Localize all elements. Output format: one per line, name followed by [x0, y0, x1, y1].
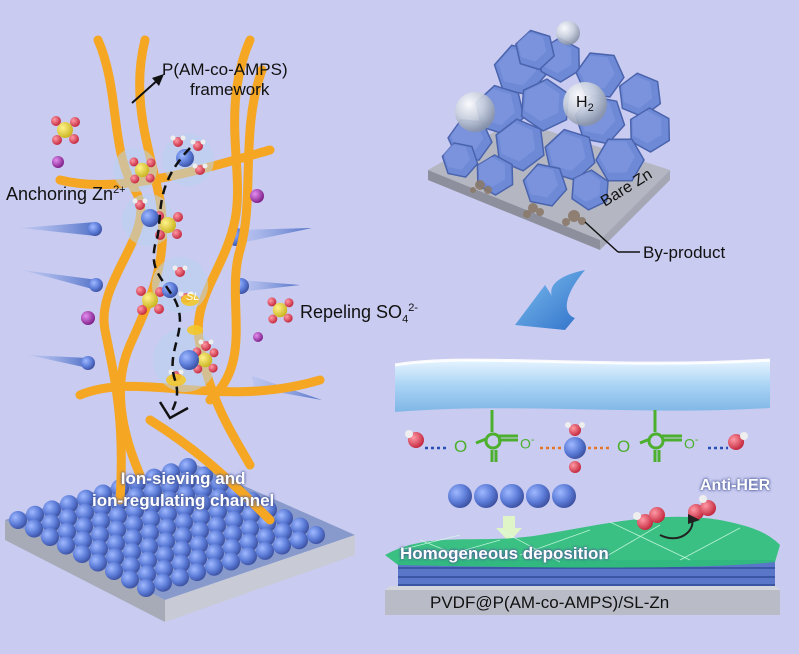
framework-label-line2: framework: [190, 80, 270, 99]
bottom-substrate-label: PVDF@P(AM-co-AMPS)/SL-Zn: [430, 593, 670, 612]
o-minus-left: O: [454, 437, 467, 457]
h2-subscript: 2: [587, 102, 594, 115]
o-minus-right: O: [617, 437, 630, 457]
anchoring-label: Anchoring Zn2+: [6, 184, 126, 205]
framework-pointer-arrow: [131, 74, 164, 104]
gel-layer: [394, 358, 771, 412]
by-product-label: By-product: [643, 243, 726, 262]
sl-label: SL: [186, 291, 200, 303]
left-zn-substrate: [5, 458, 355, 622]
anti-her-molecules: [633, 495, 716, 540]
transition-arrow: [515, 270, 585, 330]
h2-label: H2: [576, 94, 594, 114]
deposition-film: [385, 516, 780, 568]
anchoring-text: Anchoring Zn: [6, 184, 114, 204]
bare-zn-panel: [428, 21, 671, 253]
repeling-charge: 2-: [408, 302, 418, 314]
sulfonate-atoms: [484, 432, 665, 450]
o-minus-right-text: O: [617, 437, 631, 456]
o-minus-right-charge: O-: [684, 434, 699, 452]
repeling-label: Repeling SO42-: [300, 302, 418, 326]
o-minus-left-charge: O-: [520, 434, 535, 452]
channel-label-line1: Ion-sieving and: [120, 469, 246, 488]
sieving-cones: [20, 222, 322, 400]
molecules-left: [51, 116, 294, 386]
o-minus-left-text: O: [454, 437, 468, 456]
homogeneous-label: Homogeneous deposition: [400, 544, 609, 563]
h2-text: H: [576, 94, 588, 111]
channel-label-line2: ion-regulating channel: [92, 491, 275, 510]
hydrogen-bonds: [405, 422, 748, 473]
framework-label-line1: P(AM-co-AMPS): [162, 60, 288, 79]
repeling-text: Repeling SO: [300, 302, 403, 322]
sulfonate-groups: [475, 410, 682, 462]
framework-label: P(AM-co-AMPS) framework: [162, 60, 288, 100]
zn-deposit-layers: [385, 560, 780, 615]
anti-her-label: Anti-HER: [700, 477, 771, 494]
repeling-subscript: 4: [402, 313, 409, 326]
ion-path-dashed: [152, 147, 191, 420]
channel-label: Ion-sieving and ion-regulating channel: [92, 468, 274, 512]
anchoring-charge: 2+: [113, 184, 126, 196]
zn-ion-row: [448, 484, 576, 542]
